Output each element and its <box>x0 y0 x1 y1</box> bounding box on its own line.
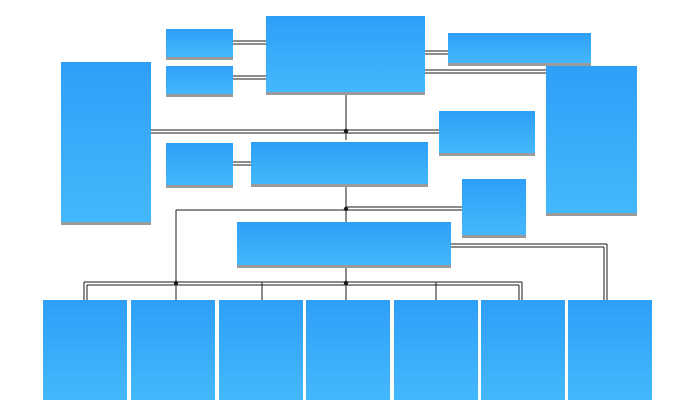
node-bottom-4[interactable] <box>306 300 390 400</box>
node-bottom-5[interactable] <box>394 300 478 400</box>
junction-dot <box>343 128 349 134</box>
node-bottom-2[interactable] <box>131 300 215 400</box>
node-top-right[interactable] <box>448 33 591 63</box>
node-bottom-6[interactable] <box>481 300 565 400</box>
node-mid-left-small[interactable] <box>166 143 233 185</box>
node-right-small-square[interactable] <box>462 179 526 235</box>
node-top-center[interactable] <box>266 16 425 92</box>
node-right-tall[interactable] <box>546 66 637 213</box>
node-lower-center[interactable] <box>237 222 451 265</box>
node-mid-right[interactable] <box>439 111 535 153</box>
node-mid-center[interactable] <box>251 142 428 184</box>
node-left-tall[interactable] <box>61 62 151 222</box>
node-bottom-1[interactable] <box>43 300 127 400</box>
node-bottom-7[interactable] <box>568 300 652 400</box>
junction-dot <box>343 206 349 212</box>
junction-dot <box>173 280 179 286</box>
junction-dot <box>343 280 349 286</box>
node-top-left-a[interactable] <box>166 29 233 57</box>
node-top-left-b[interactable] <box>166 66 233 94</box>
node-bottom-3[interactable] <box>219 300 303 400</box>
